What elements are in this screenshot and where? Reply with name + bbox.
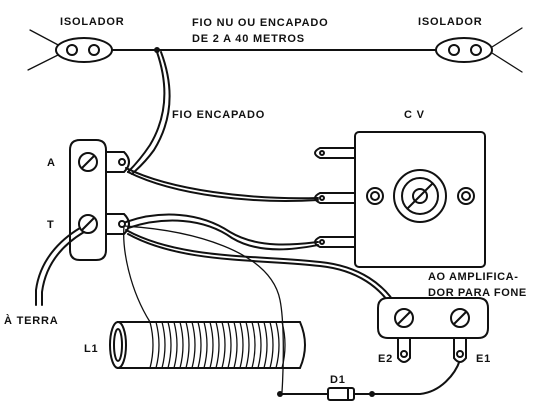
label-e1: E1 bbox=[476, 353, 491, 365]
terminal-board bbox=[69, 139, 107, 261]
coil-windings bbox=[149, 321, 286, 369]
label-e2: E2 bbox=[378, 353, 393, 365]
wires-a-to-cv bbox=[125, 167, 319, 202]
screw-a bbox=[78, 152, 98, 172]
right-anchor-wire bbox=[491, 27, 523, 48]
right-insulator bbox=[435, 37, 493, 63]
coil-leads bbox=[123, 225, 284, 393]
screw-e2 bbox=[394, 308, 414, 328]
wire-t-to-output bbox=[125, 229, 399, 311]
label-ao-amplificador-2: DOR PARA FONE bbox=[428, 287, 527, 299]
label-isolador-right: ISOLADOR bbox=[418, 16, 482, 28]
label-l1: L1 bbox=[84, 343, 98, 355]
right-anchor-wire bbox=[491, 52, 523, 73]
label-terminal-a: A bbox=[47, 157, 56, 169]
output-terminal-strip bbox=[377, 297, 489, 363]
ground-lead bbox=[35, 227, 85, 306]
lug-a bbox=[105, 151, 130, 173]
left-insulator bbox=[55, 37, 113, 63]
label-isolador-left: ISOLADOR bbox=[60, 16, 124, 28]
antenna-assembly bbox=[27, 27, 523, 73]
wires-t-to-cv bbox=[125, 213, 319, 251]
tuning-knob[interactable] bbox=[393, 169, 447, 223]
label-d1: D1 bbox=[330, 374, 346, 386]
coil-lead-top bbox=[123, 225, 151, 323]
label-fio-encapado: FIO ENCAPADO bbox=[172, 109, 265, 121]
label-ao-amplificador-1: AO AMPLIFICA- bbox=[428, 271, 519, 283]
label-antenna-line1: FIO NU OU ENCAPADO bbox=[192, 17, 328, 29]
screw-t bbox=[78, 214, 98, 234]
output-board bbox=[377, 297, 489, 339]
diode-circuit bbox=[277, 359, 461, 401]
down-lead bbox=[127, 51, 171, 175]
label-terminal-t: T bbox=[47, 219, 55, 231]
cv-lug-top bbox=[314, 147, 356, 159]
label-cv: C V bbox=[404, 109, 425, 121]
antenna-junction bbox=[154, 47, 160, 53]
label-antenna-line2: DE 2 A 40 METROS bbox=[192, 33, 305, 45]
left-anchor-wire bbox=[27, 52, 63, 71]
coil-l1 bbox=[109, 321, 306, 369]
screw-e1 bbox=[450, 308, 470, 328]
label-a-terra: À TERRA bbox=[4, 314, 59, 327]
variable-capacitor bbox=[314, 131, 486, 268]
left-anchor-wire bbox=[29, 29, 63, 48]
terminal-strip bbox=[69, 139, 130, 261]
diode-d1 bbox=[327, 387, 355, 401]
coil-lead-bottom bbox=[123, 225, 284, 393]
